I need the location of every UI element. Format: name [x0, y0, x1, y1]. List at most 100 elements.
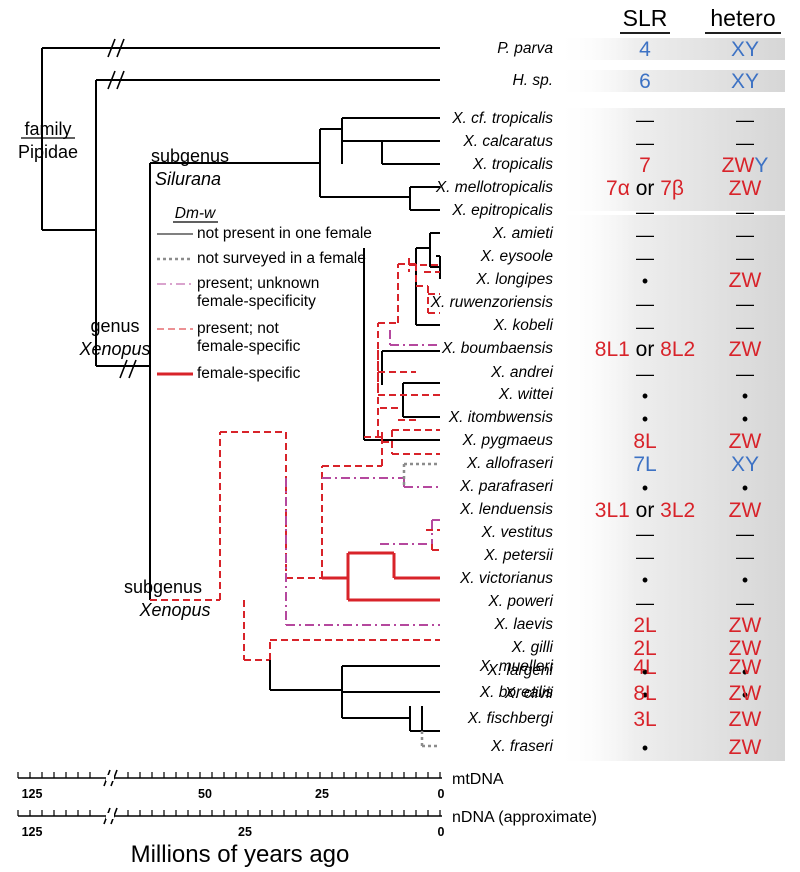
slr-value-part: 2L — [633, 637, 656, 660]
slr-value-part: • — [642, 478, 648, 498]
slr-value-part: — — [636, 133, 654, 153]
hetero-value-part: Y — [754, 154, 768, 177]
taxon-name: X. allofraseri — [466, 455, 554, 472]
legend-label: present; unknown — [197, 275, 319, 292]
slr-value: • — [642, 271, 648, 291]
hetero-value-part: XY — [731, 453, 759, 476]
hetero-value: XY — [731, 70, 759, 93]
slr-value-part: 7L — [633, 453, 656, 476]
slr-value: — — [636, 294, 654, 314]
taxon-row: X. epitropicalis—— — [451, 202, 754, 222]
legend-label: not present in one female — [197, 225, 372, 242]
hetero-value: — — [736, 547, 754, 567]
taxon-name: X. boumbaensis — [441, 340, 553, 357]
legend-label: female-specific — [197, 365, 301, 382]
taxon-name: X. laevis — [493, 616, 553, 633]
taxon-row: X. amieti—— — [492, 225, 754, 245]
hetero-value-part: ZW — [729, 430, 762, 453]
hetero-value-part: — — [736, 133, 754, 153]
hetero-value: — — [736, 248, 754, 268]
slr-value: — — [636, 248, 654, 268]
hetero-value: — — [736, 294, 754, 314]
hetero-value-part: ZW — [729, 499, 762, 522]
slr-value: 7 — [639, 154, 651, 177]
axis-tick-label: 125 — [22, 825, 43, 839]
taxon-name: X. mellotropicalis — [435, 179, 553, 196]
taxon-name: X. largeni — [487, 662, 554, 679]
slr-value-part: • — [642, 662, 648, 682]
hetero-value: — — [736, 225, 754, 245]
hetero-value: • — [742, 685, 748, 705]
taxon-row: X. boumbaensis 8L1 or 8L2 ZW — [441, 338, 762, 361]
legend-label: female-specificity — [197, 293, 316, 310]
slr-value-part: — — [636, 110, 654, 130]
tree-branch — [219, 431, 383, 600]
slr-value: 3L — [633, 708, 656, 731]
legend-label: female-specific — [197, 338, 301, 355]
taxon-row: X. clivii•• — [504, 685, 748, 705]
axis-gap — [106, 775, 114, 781]
taxon-row: X. allofraseri 7L XY — [466, 453, 759, 476]
taxon-row: X. victorianus•• — [459, 570, 748, 590]
panel-pparva — [555, 38, 785, 60]
tree-branch — [415, 264, 440, 314]
slr-value: 8L1 or 8L2 — [595, 338, 695, 361]
taxon-row: X. itombwensis•• — [448, 409, 748, 429]
hetero-value-part: ZW — [729, 269, 762, 292]
hetero-value-part: ZW — [729, 338, 762, 361]
taxon-name: X. longipes — [475, 271, 553, 288]
hetero-header: hetero — [710, 5, 775, 31]
taxon-row: X. wittei•• — [498, 386, 748, 406]
slr-value: 2L — [633, 637, 656, 660]
axis-label: nDNA (approximate) — [452, 809, 597, 826]
panel-silurana — [555, 108, 785, 211]
slr-value-part: • — [642, 738, 648, 758]
slr-value-part: 8L2 — [660, 338, 695, 361]
slr-value: 6 — [639, 70, 651, 93]
tree-branch — [408, 258, 440, 273]
hetero-value: — — [736, 524, 754, 544]
family-name: Pipidae — [18, 142, 78, 162]
hetero-value: — — [736, 364, 754, 384]
slr-value: — — [636, 202, 654, 222]
clade-labels: family Pipidae subgenus Silurana genus X… — [18, 119, 229, 620]
genus-label: genus — [90, 316, 139, 336]
slr-value-part: or — [630, 177, 660, 200]
subgenus-xenopus-name: Xenopus — [138, 600, 210, 620]
hetero-value-part: ZW — [729, 614, 762, 637]
slr-value: 8L — [633, 430, 656, 453]
slr-value: 3L1 or 3L2 — [595, 499, 695, 522]
hetero-value-part: — — [736, 547, 754, 567]
slr-value-part: — — [636, 524, 654, 544]
hetero-value-part: — — [736, 593, 754, 613]
hetero-value: ZW — [729, 736, 762, 759]
taxon-row: X. poweri—— — [487, 593, 754, 613]
panel-hsp — [555, 70, 785, 92]
hetero-value-part: ZW — [729, 736, 762, 759]
tree-branch — [377, 263, 416, 437]
subgenus-xenopus-label: subgenus — [124, 577, 202, 597]
tree-branch — [380, 519, 440, 545]
slr-value-part: — — [636, 593, 654, 613]
axis-tick-label: 125 — [22, 787, 43, 801]
hetero-value: • — [742, 386, 748, 406]
taxon-row: X. fraseri • ZW — [490, 736, 762, 759]
slr-value: • — [642, 685, 648, 705]
hetero-value-part: — — [736, 248, 754, 268]
hetero-value: • — [742, 409, 748, 429]
hetero-value-part: • — [742, 685, 748, 705]
slr-value: • — [642, 662, 648, 682]
tree-branch — [420, 731, 440, 748]
taxon-name: X. fraseri — [490, 738, 554, 755]
slr-value-part: • — [642, 386, 648, 406]
slr-value-part: — — [636, 364, 654, 384]
axis-gap — [106, 813, 114, 819]
axis-tick-label: 25 — [238, 825, 252, 839]
taxon-name: X. eysoole — [480, 248, 554, 265]
